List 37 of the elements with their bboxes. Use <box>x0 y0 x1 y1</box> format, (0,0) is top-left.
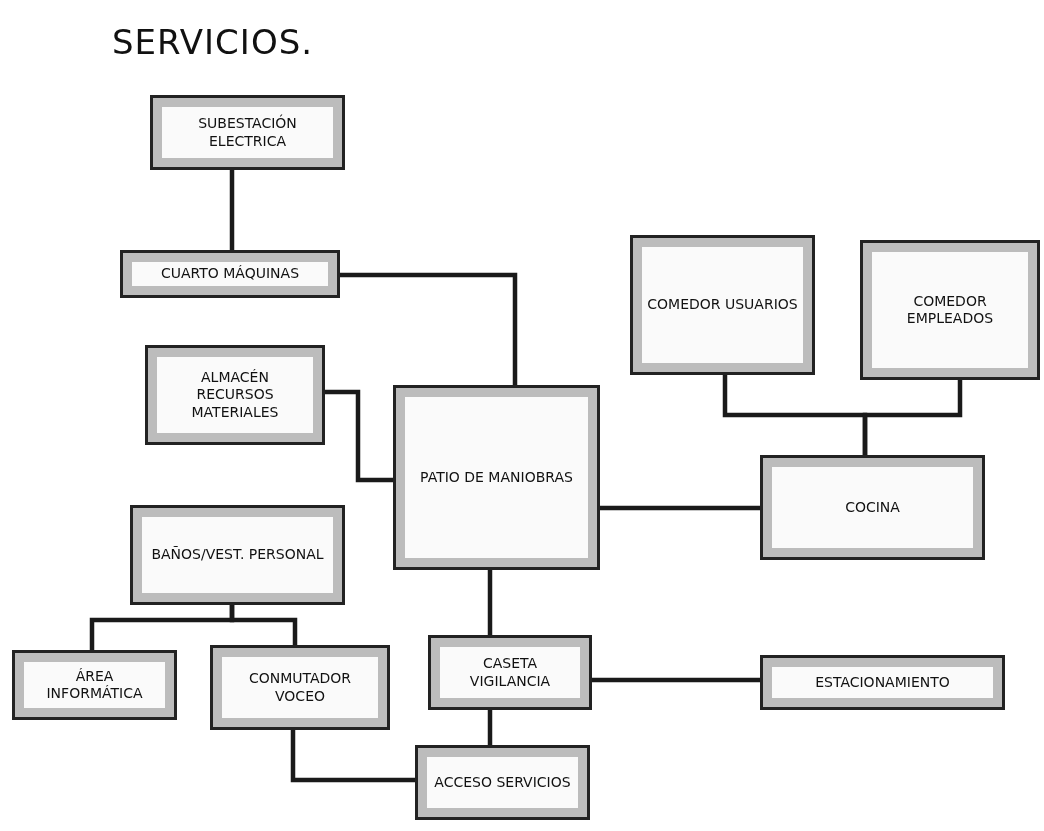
room-label: ALMACÉN RECURSOS MATERIALES <box>157 357 313 433</box>
connector-line <box>487 570 493 635</box>
connector-line <box>325 389 393 483</box>
room-label: PATIO DE MANIOBRAS <box>405 397 588 558</box>
room-box <box>428 635 592 710</box>
diagram-title: SERVICIOS. <box>112 22 314 62</box>
room-label: SUBESTACIÓN ELECTRICA <box>162 107 333 158</box>
room-label: CONMUTADOR VOCEO <box>222 657 378 718</box>
connector-line <box>340 272 518 385</box>
connector-line <box>487 710 493 745</box>
room-label: COCINA <box>772 467 973 548</box>
connector-line <box>862 380 963 455</box>
room-box <box>120 250 340 298</box>
room-box <box>12 650 177 720</box>
room-label: ESTACIONAMIENTO <box>772 667 993 698</box>
room-box <box>130 505 345 605</box>
room-box <box>150 95 345 170</box>
connector-line <box>290 730 415 783</box>
room-box <box>630 235 815 375</box>
room-label: CASETA VIGILANCIA <box>440 647 580 698</box>
room-label: COMEDOR EMPLEADOS <box>872 252 1028 368</box>
room-box <box>860 240 1040 380</box>
room-label: ÁREA INFORMÁTICA <box>24 662 165 708</box>
room-box <box>415 745 590 820</box>
connector-line <box>229 605 298 645</box>
room-box <box>760 455 985 560</box>
room-box <box>393 385 600 570</box>
connector-line <box>600 505 760 511</box>
room-box <box>145 345 325 445</box>
room-label: COMEDOR USUARIOS <box>642 247 803 363</box>
room-box <box>210 645 390 730</box>
connector-line <box>592 677 760 683</box>
room-label: CUARTO MÁQUINAS <box>132 262 328 286</box>
room-label: BAÑOS/VEST. PERSONAL <box>142 517 333 593</box>
room-box <box>760 655 1005 710</box>
connector-line <box>229 170 235 250</box>
room-label: ACCESO SERVICIOS <box>427 757 578 808</box>
